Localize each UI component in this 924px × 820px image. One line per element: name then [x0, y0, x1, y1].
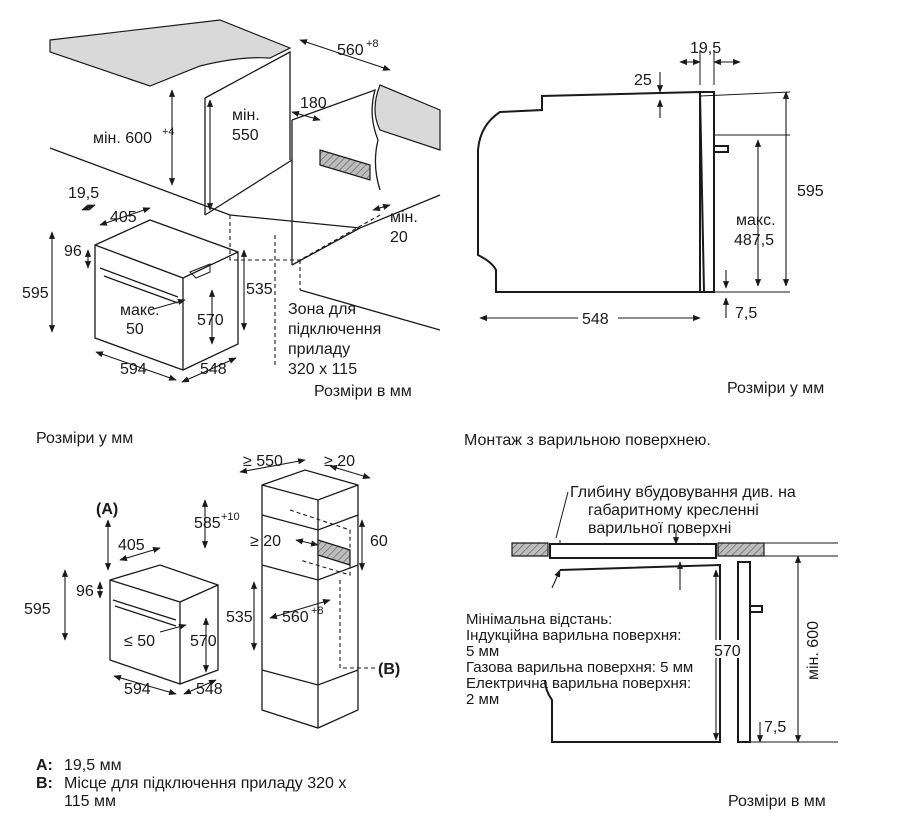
zone-line4: 320 x 115: [288, 361, 357, 378]
worktop-right: [717, 542, 765, 557]
panel-3-tall-cabinet: Розміри у мм: [36, 430, 375, 729]
min-line1: Мінімальна відстань:: [466, 611, 612, 628]
dim-560-sup: +8: [366, 38, 379, 50]
label-B: (B): [378, 661, 400, 678]
dim-585: 585: [194, 515, 221, 532]
dim-595: 595: [797, 183, 824, 200]
oven-side-profile: [477, 90, 706, 293]
legend-a-key: A:: [36, 757, 53, 774]
dim-585-sup: +10: [221, 511, 240, 523]
legend-b-text-1: Місце для підключення приладу 320 x: [64, 775, 346, 792]
panel-3-labels: ≥ 550 ≥ 20 (A) 405 585 +10 ≥ 20 60 96 59…: [24, 453, 400, 810]
dim-595: 595: [24, 601, 51, 618]
panel-4-title: Монтаж з варильною поверхнею.: [464, 432, 711, 449]
dim-570: 570: [190, 633, 217, 650]
knob: [714, 145, 729, 153]
min-line4: Газова варильна поверхня: 5 мм: [466, 659, 693, 676]
label-A: (A): [96, 501, 118, 518]
connection-zone-hatch: [319, 149, 371, 181]
cabinet-side-left: [204, 50, 291, 160]
min-line5: Електрична варильна поверхня:: [466, 675, 691, 692]
dim-560: 560: [337, 42, 364, 59]
legend-a-text: 19,5 мм: [64, 757, 122, 774]
dim-560: 560: [282, 609, 309, 626]
dim-min600: мін. 600: [805, 621, 822, 680]
panel-4-labels: Мінімальна відстань: Індукційна варильна…: [466, 611, 826, 810]
panel-1-caption: Розміри в мм: [314, 383, 412, 400]
dim-ge20: ≥ 20: [250, 533, 281, 550]
dim-405: 405: [110, 209, 137, 226]
oven-body: [109, 564, 219, 685]
dim-560-sup: +8: [311, 605, 324, 617]
connection-zone-hatch: [317, 539, 351, 566]
dim-570: 570: [714, 643, 741, 660]
panel-2-side-view: [477, 50, 791, 322]
dim-7-5: 7,5: [764, 719, 786, 736]
zone-line2: підключення: [288, 321, 381, 338]
dim-max50-line2: 50: [126, 321, 144, 338]
dim-548: 548: [200, 361, 227, 378]
dim-ge550: ≥ 550: [243, 453, 283, 470]
dim-405: 405: [118, 537, 145, 554]
oven-handle: [99, 267, 179, 304]
note-line3: варильної поверхні: [588, 520, 731, 537]
dim-570: 570: [197, 312, 224, 329]
legend-b-key: B:: [36, 775, 53, 792]
dim-19-5: 19,5: [690, 40, 721, 57]
dim-595: 595: [22, 285, 49, 302]
dim-25: 25: [634, 72, 652, 89]
panel-3-caption: Розміри у мм: [36, 430, 133, 447]
min-line3: 5 мм: [466, 643, 499, 660]
dim-min550-line2: 550: [232, 127, 259, 144]
worktop-left: [511, 542, 549, 557]
dim-max-line2: 487,5: [734, 232, 774, 249]
oven-body: [94, 219, 239, 371]
note-line2: габаритному кресленні: [588, 502, 759, 519]
oven-handle: [112, 599, 177, 627]
dim-max-line1: макс.: [736, 212, 776, 229]
panel-1-labels: 560 +8 мін. 600 +4 мін. 550 180 мін. 20 …: [22, 38, 418, 400]
dim-60: 60: [370, 533, 388, 550]
dim-min550-line1: мін.: [232, 107, 260, 124]
dim-594: 594: [124, 681, 151, 698]
panel-2-caption: Розміри у мм: [727, 380, 824, 397]
dim-96: 96: [76, 583, 94, 600]
dim-min20-line2: 20: [390, 229, 408, 246]
dim-19-5: 19,5: [68, 185, 99, 202]
panel-4-caption: Розміри в мм: [728, 793, 826, 810]
dim-7-5: 7,5: [735, 305, 757, 322]
zone-line3: приладу: [288, 341, 350, 358]
note-line1: Глибину вбудовування див. на: [570, 484, 796, 501]
dim-535: 535: [226, 609, 253, 626]
dim-548: 548: [582, 311, 609, 328]
min-line6: 2 мм: [466, 691, 499, 708]
dim-ge20-top: ≥ 20: [324, 453, 355, 470]
countertop: [49, 19, 292, 87]
legend-b-text-2: 115 мм: [64, 793, 116, 810]
dim-min20-line1: мін.: [390, 209, 418, 226]
oven-profile: [544, 563, 721, 743]
dim-96: 96: [64, 243, 82, 260]
panel-4-hob-installation: Монтаж з варильною поверхнею. Глибину вб…: [464, 432, 838, 743]
dim-le50: ≤ 50: [124, 633, 155, 650]
dim-535: 535: [246, 281, 273, 298]
dim-min600-sup: +4: [162, 126, 175, 138]
oven-front: [699, 91, 715, 293]
panel-2-labels: 19,5 25 595 макс. 487,5 548 7,5 Розміри …: [578, 40, 824, 397]
panel-1-cabinet-installation: [48, 19, 441, 383]
zone-line1: Зона для: [288, 301, 356, 318]
dim-594: 594: [120, 361, 147, 378]
wall-panel: [374, 84, 441, 151]
hob: [549, 543, 717, 559]
min-line2: Індукційна варильна поверхня:: [466, 627, 681, 644]
dim-max50-line1: макс.: [120, 302, 160, 319]
dim-180: 180: [300, 95, 327, 112]
dim-548: 548: [196, 681, 223, 698]
tall-cabinet: [261, 469, 359, 729]
dim-min600: мін. 600: [93, 130, 152, 147]
